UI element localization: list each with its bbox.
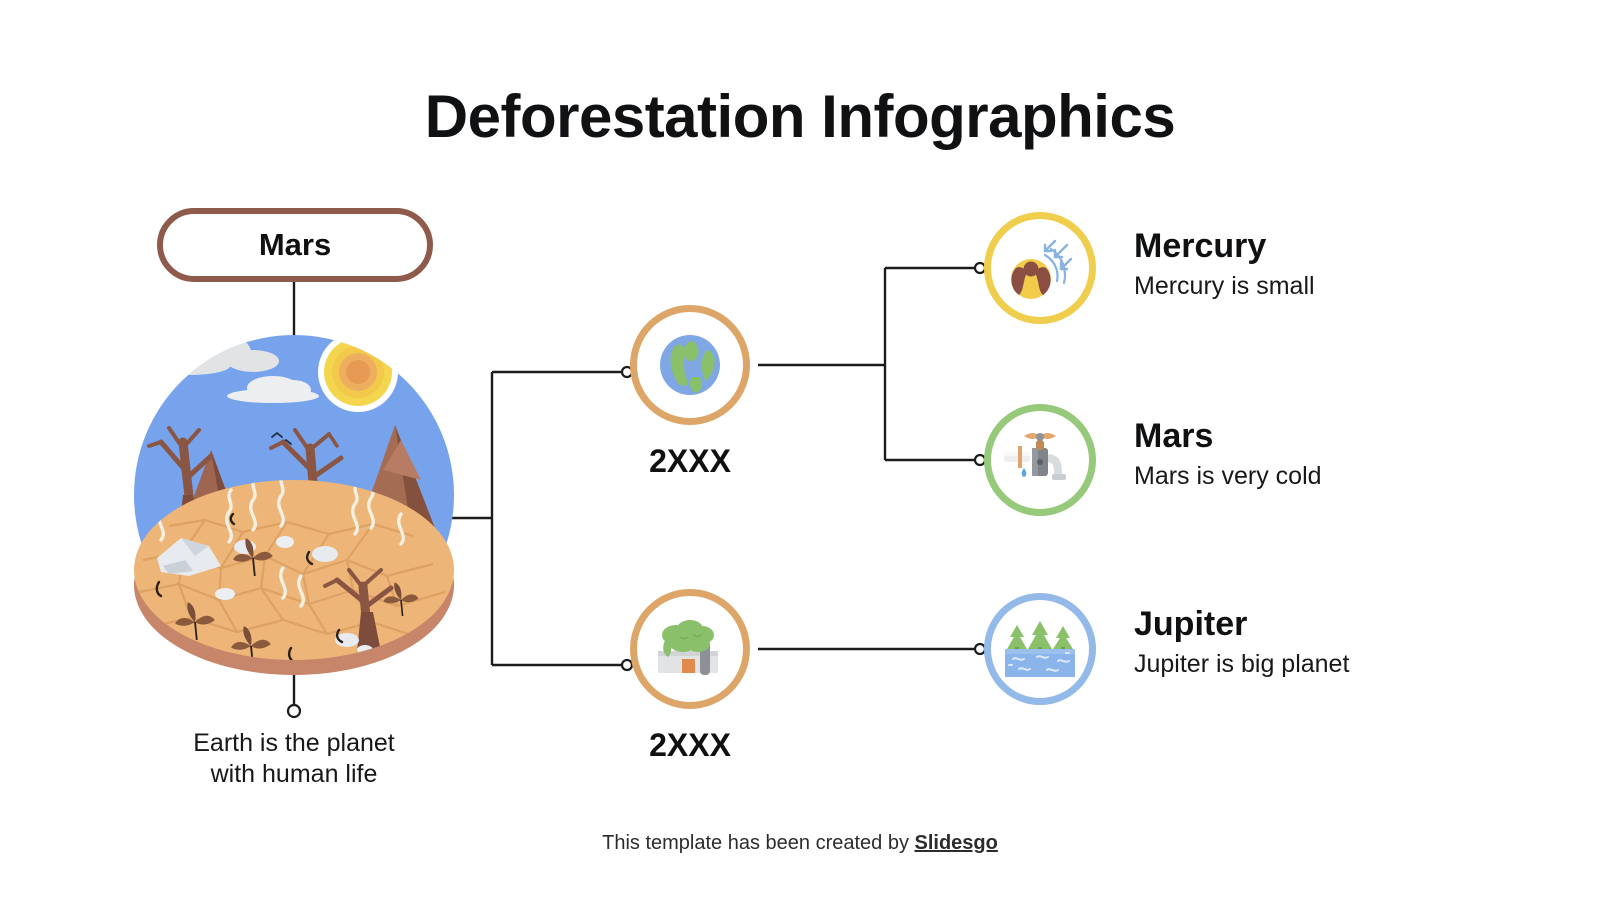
leaf-node-mercury[interactable] bbox=[984, 212, 1096, 324]
center-node-earth-year: 2XXX bbox=[649, 443, 731, 479]
root-caption-line-2: with human life bbox=[210, 760, 378, 788]
drought-land-illustration bbox=[133, 330, 455, 690]
leaf-text-jupiter: Jupiter Jupiter is big planet bbox=[1134, 604, 1554, 680]
leaf-node-mars[interactable] bbox=[984, 404, 1096, 516]
earth-globe-icon bbox=[660, 335, 720, 395]
leaf-title-jupiter: Jupiter bbox=[1134, 605, 1248, 643]
green-building-icon bbox=[658, 620, 718, 675]
root-label-pill[interactable]: Mars bbox=[157, 208, 433, 282]
leaf-desc-mercury: Mercury is small bbox=[1134, 272, 1315, 300]
leaf-node-jupiter[interactable] bbox=[984, 593, 1096, 705]
footer-brand-link[interactable]: Slidesgo bbox=[914, 832, 998, 854]
page-title: Deforestation Infographics bbox=[424, 83, 1176, 150]
leaf-text-mars: Mars Mars is very cold bbox=[1134, 416, 1554, 492]
footer-credit-text: This template has been created by bbox=[602, 832, 915, 854]
footer-credit: This template has been created by Slides… bbox=[0, 832, 1600, 855]
center-node-earth[interactable] bbox=[630, 305, 750, 425]
leaf-title-mars: Mars bbox=[1134, 417, 1214, 455]
root-caption: Earth is the planet with human life bbox=[124, 728, 464, 790]
water-faucet-icon bbox=[1004, 433, 1066, 480]
root-label-text: Mars bbox=[258, 227, 332, 262]
leaf-desc-mars: Mars is very cold bbox=[1134, 462, 1322, 490]
forest-lake-icon bbox=[1005, 621, 1075, 677]
leaf-text-mercury: Mercury Mercury is small bbox=[1134, 226, 1554, 302]
leaf-desc-jupiter: Jupiter is big planet bbox=[1134, 650, 1350, 678]
global-warming-icon bbox=[1011, 239, 1073, 299]
center-node-green-building-year: 2XXX bbox=[649, 727, 731, 763]
leaf-title-mercury: Mercury bbox=[1134, 227, 1267, 265]
center-node-green-building[interactable] bbox=[630, 589, 750, 709]
root-caption-line-1: Earth is the planet bbox=[193, 729, 395, 757]
